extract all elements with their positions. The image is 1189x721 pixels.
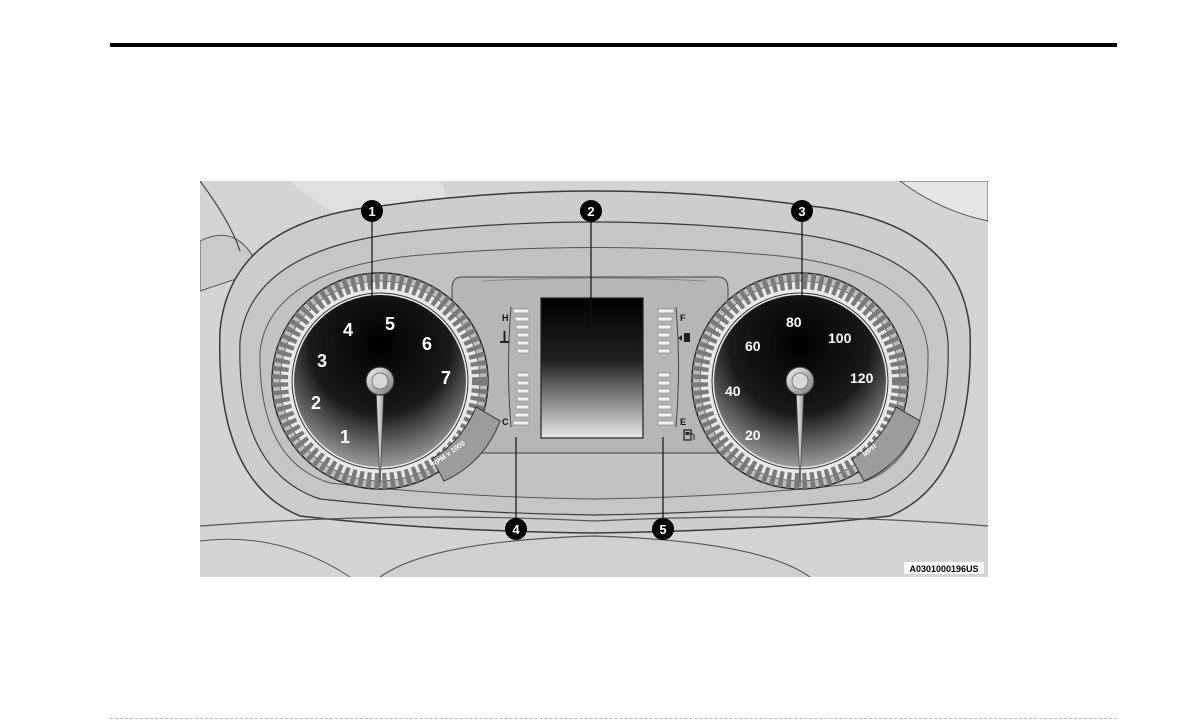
callout-3: 3 xyxy=(791,200,813,222)
temp-high-label: H xyxy=(502,313,509,323)
speed-number-80: 80 xyxy=(786,314,802,330)
callout-2: 2 xyxy=(580,200,602,222)
svg-text:1: 1 xyxy=(368,204,375,219)
svg-text:5: 5 xyxy=(659,522,666,537)
speed-number-120: 120 xyxy=(850,370,874,386)
svg-text:2: 2 xyxy=(587,204,594,219)
callout-5: 5 xyxy=(652,518,674,540)
tach-number-2: 2 xyxy=(311,393,321,413)
tach-number-7: 7 xyxy=(441,368,451,388)
speed-number-40: 40 xyxy=(725,383,741,399)
temp-low-label: C xyxy=(502,417,509,427)
tach-number-4: 4 xyxy=(343,320,353,340)
callout-1: 1 xyxy=(361,200,383,222)
speed-number-20: 20 xyxy=(745,427,761,443)
figure-code: A0301000196US xyxy=(909,564,978,574)
tach-number-1: 1 xyxy=(340,427,350,447)
fuel-empty-label: E xyxy=(680,417,686,427)
page-top-rule xyxy=(110,43,1117,47)
tach-number-3: 3 xyxy=(317,351,327,371)
svg-text:3: 3 xyxy=(798,204,805,219)
bottom-dashed-rule xyxy=(110,718,1117,720)
tach-number-6: 6 xyxy=(422,334,432,354)
svg-text:4: 4 xyxy=(512,522,520,537)
fuel-full-label: F xyxy=(680,313,686,323)
instrument-cluster-figure: H C F E xyxy=(200,181,988,577)
speed-number-100: 100 xyxy=(828,330,852,346)
tach-number-5: 5 xyxy=(385,314,395,334)
center-display-screen xyxy=(541,298,643,438)
callout-4: 4 xyxy=(505,518,527,540)
speed-number-60: 60 xyxy=(745,338,761,354)
